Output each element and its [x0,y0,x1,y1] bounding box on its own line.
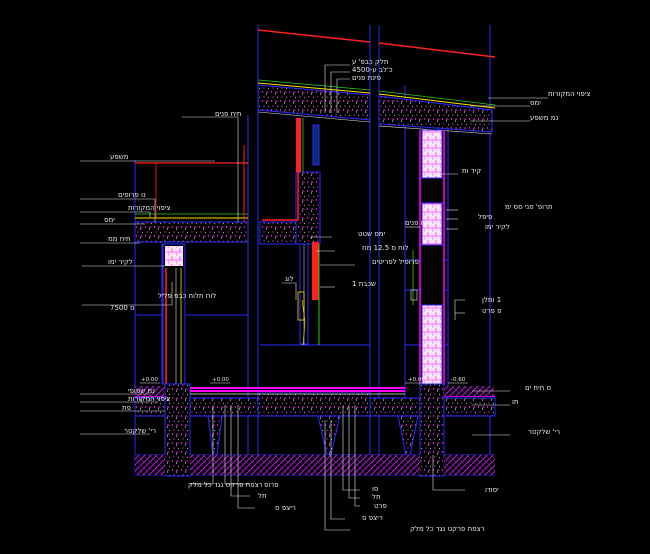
label-left-4: תיח ממ [108,235,130,243]
label-mid-4: לוג [285,275,294,283]
label-roof-right-1: ציפוי המקורות [548,90,590,98]
label-ground-left-2: ציפוי המקורות [128,395,170,403]
label-bottom-1: רצפת פרקט נגד כל מלק [188,481,263,489]
leader-lines [80,64,548,531]
label-ground-right-1: ס תיח ים [525,384,551,392]
label-bottom-6: תל [372,493,381,501]
label-roof-right-2: ימס [530,99,541,107]
label-ground-right-3: רי' שלקטר [528,428,560,436]
label-left-6: לוח תלוח כבפ פליל [158,292,216,300]
label-bottom-5: סו [372,485,379,493]
label-bottom-10: יסודו [485,486,499,494]
label-mid-5: שכבת 1 [352,280,376,288]
left-wall [161,243,186,385]
label-parapet-note: משפע [110,153,129,161]
label-level-right-1: +0.00 [408,377,425,383]
label-right-7: פ פרט [482,307,501,315]
label-roof-right-3: נמ משפע [530,114,558,122]
label-level-left: +0.00 [141,377,158,383]
label-ground-left-3: פת [122,404,131,412]
label-mid-2: לוח ס 12.5 מח [362,244,409,252]
label-wall-left-top: תיח פנים [215,110,241,118]
label-mid-1: ימס שטט [358,230,386,238]
label-right-5: לקיר ימו [485,223,510,231]
label-left-2: ציפוי המקורות [128,204,170,212]
roof-slab [257,29,496,135]
label-level-mid: +0.00 [212,377,229,383]
label-roof-1: תלק כבפ' ע [352,58,388,66]
label-bottom-2: פרופ [264,481,279,489]
annotation-labels: תלק כבפ' ע כ'לב ע-4500 פינת פנים ציפוי ה… [104,58,590,533]
middle-upper-slab [259,118,321,245]
label-bottom-4: ריצפ ס [275,504,296,512]
label-left-5: לקיר ימו [108,258,133,266]
label-bottom-9: רצפת פרקט נגד כל מלק [410,525,485,533]
ground-slab [134,382,496,477]
label-ground-left-4: רי' שלקטר [124,427,156,435]
label-right-2: תיח פנים [405,219,431,227]
label-mid-3: פרופיל לפריטים [372,258,419,266]
label-left-3: ימס [104,216,115,224]
label-right-3: תרופ' פני סס ימ [505,203,553,211]
label-right-6: 1 ומלן [482,296,501,304]
label-right-1: קיר ות [462,167,481,175]
label-ground-left-1: נמ שפופי [128,387,155,395]
middle-wall [297,242,320,346]
label-left-7: ס 7500 [110,304,135,312]
label-right-4: פיפל [478,213,492,221]
label-bottom-8: ריצפ ס [362,514,383,522]
label-left-1: נו פרופים [118,191,146,199]
label-level-right-2: -0.60 [451,377,466,383]
label-roof-3: פינת פנים [352,74,381,82]
label-bottom-3: תל [258,492,267,500]
left-upper-slab [134,145,249,243]
right-wall [410,129,445,386]
label-ground-right-2: תו [512,398,519,406]
label-roof-2: כ'לב ע-4500 [352,66,393,74]
label-bottom-7: פרט [374,502,387,510]
